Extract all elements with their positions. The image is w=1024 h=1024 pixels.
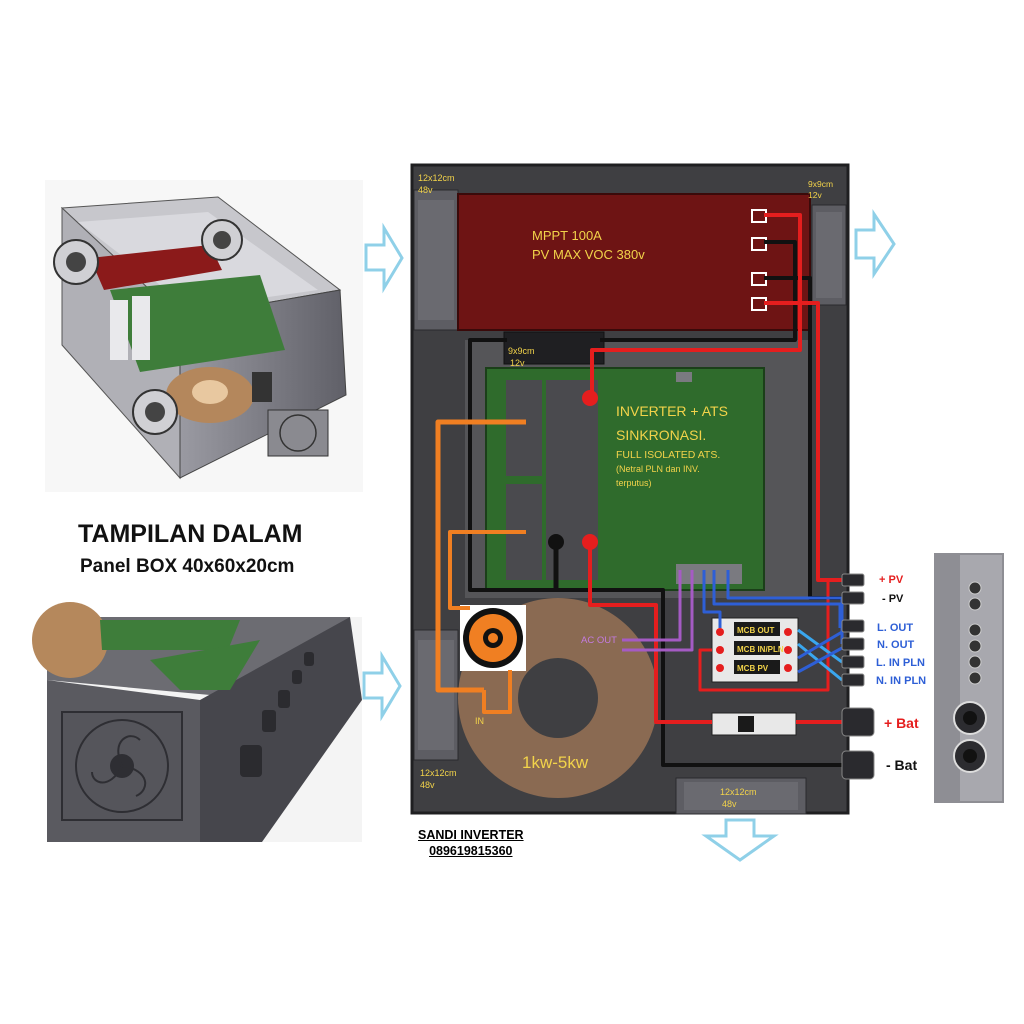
page-subtitle: Panel BOX 40x60x20cm xyxy=(80,556,295,577)
wire-orange-2 xyxy=(448,530,526,610)
fan-top-left-size: 12x12cm xyxy=(418,173,455,183)
mcb-pv-label: MCB PV xyxy=(737,664,769,673)
terminal-plus-pv: + PV xyxy=(879,574,904,586)
fan-bottom-left-size: 12x12cm xyxy=(420,768,457,778)
transformer-in-label: IN xyxy=(475,716,484,726)
mppt-label-1: MPPT 100A xyxy=(532,228,602,243)
terminal-n-out: N. OUT xyxy=(877,639,915,651)
render-right-panel xyxy=(934,553,1004,803)
mcb-in-pln-label: MCB IN/PLN xyxy=(737,645,784,654)
credit: SANDI INVERTER 089619815360 xyxy=(418,827,524,859)
credit-name: SANDI INVERTER xyxy=(418,828,524,842)
wire-red-mcb xyxy=(698,578,830,692)
mcb-block xyxy=(711,617,799,736)
wire-purple-2 xyxy=(622,570,694,652)
ac-out-label: AC OUT xyxy=(581,635,617,646)
fan-top-right-volt: 12v xyxy=(808,190,822,200)
terminal-minus-bat: - Bat xyxy=(886,757,917,773)
terminal-l-in-pln: L. IN PLN xyxy=(876,657,925,669)
terminal-plus-bat: + Bat xyxy=(884,715,919,731)
mppt-label-2: PV MAX VOC 380v xyxy=(532,247,645,262)
fan-top-left-volt: 48v xyxy=(418,185,433,195)
inverter-label-4: (Netral PLN dan INV. xyxy=(616,464,700,474)
page-title: TAMPILAN DALAM xyxy=(78,520,303,548)
wire-orange-3 xyxy=(482,670,512,714)
inverter-label-5: terputus) xyxy=(616,478,652,488)
fan-bottom-center-size: 12x12cm xyxy=(720,787,757,797)
terminal-n-in-pln: N. IN PLN xyxy=(876,675,926,687)
terminal-dots xyxy=(548,390,792,672)
wire-orange-1 xyxy=(435,419,526,693)
airflow-arrow-icon xyxy=(854,209,896,279)
cable-glands xyxy=(841,573,875,780)
fan-center-volt: 12v xyxy=(510,358,525,368)
inverter-label-1: INVERTER + ATS xyxy=(616,403,728,419)
wire-blue-1 xyxy=(702,570,722,628)
mcb-out-label: MCB OUT xyxy=(737,626,774,635)
fan-center-size: 9x9cm xyxy=(508,346,535,356)
wire-red-pv xyxy=(590,213,802,400)
labels: 12x12cm 48v 9x9cm 12v 9x9cm 12v 12x12cm … xyxy=(418,173,926,809)
render-bottom-3d xyxy=(32,602,362,842)
credit-phone: 089619815360 xyxy=(429,844,513,858)
terminal-minus-pv: - PV xyxy=(882,593,904,605)
transformer-label: 1kw-5kw xyxy=(522,753,589,772)
airflow-arrow-icon xyxy=(364,222,404,294)
mppt-board xyxy=(457,193,811,331)
inverter-label-2: SINKRONASI. xyxy=(616,427,706,443)
transformer xyxy=(458,598,658,798)
airflow-arrow-icon xyxy=(362,650,402,722)
terminal-l-out: L. OUT xyxy=(877,622,913,634)
wiring xyxy=(435,213,844,767)
wire-red-bat xyxy=(588,542,712,724)
fan-bottom-center-volt: 48v xyxy=(722,799,737,809)
wire-purple-1 xyxy=(622,570,682,642)
inverter-pcb xyxy=(485,367,765,591)
fan-bottom-left-volt: 48v xyxy=(420,780,435,790)
fan-center xyxy=(503,331,605,365)
wire-blue-6 xyxy=(797,630,843,660)
wire-red-pv2 xyxy=(764,301,842,582)
airflow-arrow-icon xyxy=(701,818,779,862)
wire-blue-7 xyxy=(797,646,843,674)
fan-top-right-size: 9x9cm xyxy=(808,179,833,189)
wire-blue-5 xyxy=(797,642,843,682)
inverter-label-3: FULL ISOLATED ATS. xyxy=(616,449,720,461)
wire-blue-2 xyxy=(712,570,842,628)
render-top-3d xyxy=(45,180,363,492)
wire-black-main xyxy=(468,338,842,767)
wire-black-pv xyxy=(600,240,797,342)
